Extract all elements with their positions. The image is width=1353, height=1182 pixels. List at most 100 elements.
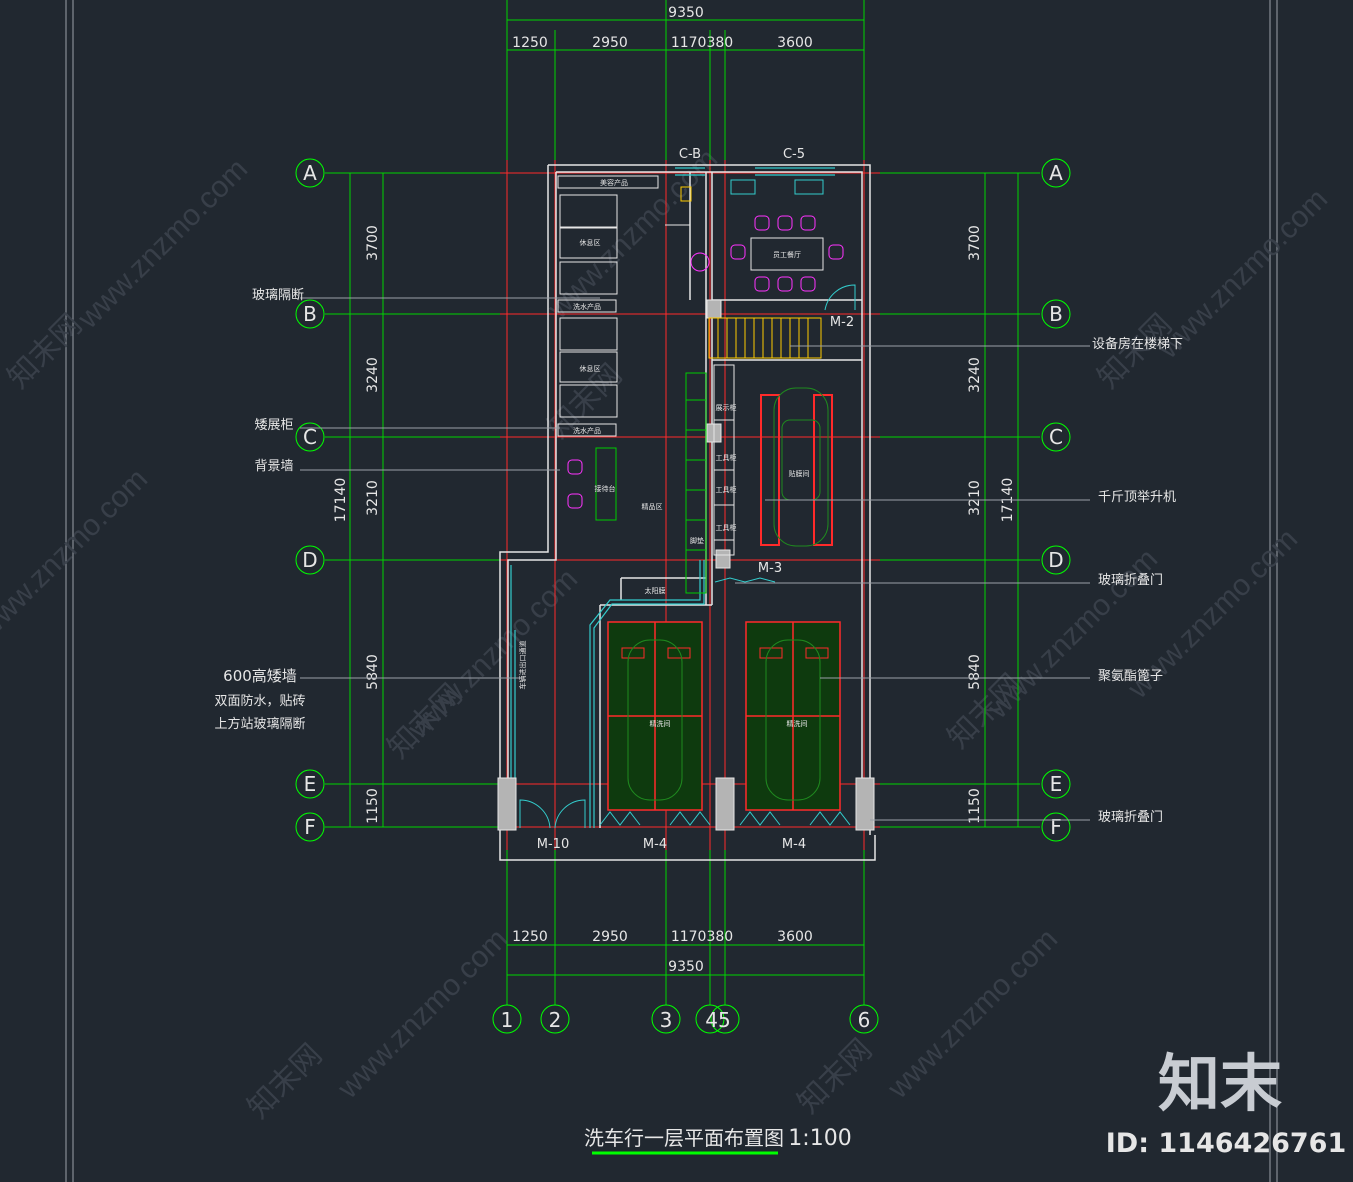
dim-row-3-right: 3210 (967, 480, 983, 516)
svg-text:6: 6 (858, 1008, 871, 1032)
door-label-m4-right: M-4 (782, 837, 806, 852)
dim-col-1: 1250 (512, 35, 548, 51)
dim-row-4-left: 5840 (365, 654, 381, 690)
dim-row-4-right: 5840 (967, 654, 983, 690)
annotations-left: 玻璃隔断 矮展柜 背景墙 600高矮墙 双面防水，贴砖 上方站玻璃隔断 (214, 288, 305, 732)
drawing-title-block: 洗车行一层平面布置图 1:100 (584, 1126, 852, 1155)
watermark-site: www.znzmo.com (331, 922, 514, 1105)
stair (708, 317, 822, 359)
svg-text:D: D (302, 548, 317, 572)
watermark-site: www.znzmo.com (71, 152, 254, 335)
axis-bubble-right-E: E (1041, 769, 1071, 799)
dim-col-2-bottom: 2950 (592, 929, 628, 945)
room-label-wash-2: 洗水产品 (573, 426, 601, 435)
note-display-cabinet: 矮展柜 (254, 418, 293, 433)
door-label-m10: M-10 (537, 837, 569, 852)
axis-bubble-right-B: B (1041, 299, 1071, 329)
film-room (760, 387, 833, 547)
note-glass-folding-door-1: 玻璃折叠门 (1098, 573, 1163, 588)
dim-overall-bottom: 9350 (668, 959, 704, 975)
svg-text:F: F (1050, 815, 1062, 839)
door-label-m2: M-2 (830, 315, 854, 330)
dim-col-2: 2950 (592, 35, 628, 51)
note-glass-folding-door-2: 玻璃折叠门 (1098, 810, 1163, 825)
watermark-site: www.znzmo.com (0, 462, 154, 645)
svg-text:C: C (1049, 425, 1063, 449)
dim-row-2-left: 3240 (365, 357, 381, 393)
note-low-wall-3: 上方站玻璃隔断 (214, 716, 305, 732)
axis-centerlines (470, 150, 905, 850)
note-low-wall-2: 双面防水，贴砖 (214, 693, 305, 709)
note-equipment-room: 设备房在楼梯下 (1092, 336, 1183, 352)
window-label-c5: C-5 (783, 147, 805, 162)
svg-text:E: E (304, 772, 317, 796)
room-label-wash-bay-2: 精洗间 (787, 719, 808, 728)
room-label-mat: 脚垫 (690, 536, 704, 545)
room-label-rest-1: 休息区 (580, 238, 601, 247)
axis-bubbles: A B C D E F A B C D E F 1 2 3 45 6 (295, 158, 1071, 1034)
room-label-reception: 接待台 (595, 484, 616, 493)
dim-row-5-right: 1150 (967, 788, 983, 824)
folding-doors (519, 577, 851, 829)
axis-bubble-right-F: F (1041, 812, 1071, 842)
shelving (595, 364, 735, 594)
axis-bubble-left-B: B (295, 299, 325, 329)
reception-chairs (567, 459, 583, 509)
axis-bubble-left-E: E (295, 769, 325, 799)
svg-text:45: 45 (705, 1008, 730, 1032)
drawing-title: 洗车行一层平面布置图 (584, 1126, 784, 1150)
door-m2-swing (824, 284, 856, 311)
dim-row-5-left: 1150 (365, 788, 381, 824)
dim-col-4-bottom: 3600 (777, 929, 813, 945)
dim-overall-top: 9350 (668, 5, 704, 21)
room-label-shelf-4: 展示柜 (716, 403, 737, 412)
drawing-scale: 1:100 (788, 1126, 851, 1151)
room-label-rest-2: 休息区 (580, 364, 601, 373)
room-label-boutique: 精品区 (642, 502, 663, 511)
dim-overall-left: 17140 (333, 478, 349, 523)
wash-bay-right (745, 621, 841, 811)
staff-restaurant-furniture (730, 179, 844, 292)
note-jack-lift: 千斤顶举升机 (1098, 490, 1176, 505)
svg-text:A: A (1049, 161, 1063, 185)
leader-lines (300, 297, 1090, 821)
door-label-m3: M-3 (758, 561, 782, 576)
dim-col-3: 1170380 (671, 35, 733, 51)
dim-row-2-right: 3240 (967, 357, 983, 393)
glass-partitions (510, 167, 835, 828)
svg-text:3: 3 (660, 1008, 673, 1032)
svg-text:B: B (1049, 302, 1063, 326)
svg-text:B: B (303, 302, 317, 326)
axis-bubble-left-D: D (295, 545, 325, 575)
svg-text:F: F (304, 815, 316, 839)
sheet-frame (65, 0, 1278, 1182)
note-pu-grating: 聚氨酯篦子 (1098, 669, 1163, 684)
svg-text:E: E (1050, 772, 1063, 796)
room-label-film: 贴膜间 (789, 469, 810, 478)
note-low-wall-1: 600高矮墙 (223, 667, 297, 685)
brand-logo: 知末 ID: 1146426761 (1106, 1047, 1347, 1159)
axis-bubble-left-F: F (295, 812, 325, 842)
watermark-brand: 知末网 (242, 1038, 329, 1125)
axis-bubble-left-A: A (295, 158, 325, 188)
brand-logo-text: 知末 (1158, 1047, 1282, 1120)
svg-text:C: C (303, 425, 317, 449)
room-label-sunshade: 太阳膜 (645, 586, 666, 595)
room-label-shelf-3: 工具柜 (716, 523, 737, 532)
dim-col-4: 3600 (777, 35, 813, 51)
door-label-m4-left: M-4 (643, 837, 667, 852)
axis-bubble-left-C: C (295, 422, 325, 452)
toilet-fixtures (665, 186, 710, 272)
svg-text:2: 2 (549, 1008, 562, 1032)
room-label-staff: 员工餐厅 (773, 250, 801, 259)
lounge-furniture (557, 175, 659, 437)
window-label-cb: C-B (679, 147, 701, 162)
dimension-labels: 9350 1250 2950 1170380 3600 1250 2950 11… (333, 5, 1016, 975)
dim-row-3-left: 3210 (365, 480, 381, 516)
axis-bubble-col-2: 2 (540, 1004, 570, 1034)
room-labels: 美容产品 休息区 休息区 洗水产品 洗水产品 员工餐厅 接待台 精品区 贴膜间 … (518, 178, 810, 728)
room-label-wash-1: 洗水产品 (573, 302, 601, 311)
svg-text:D: D (1048, 548, 1063, 572)
watermark-brand: 知末网 (792, 1033, 879, 1120)
room-label-wash-bay-1: 精洗间 (650, 719, 671, 728)
